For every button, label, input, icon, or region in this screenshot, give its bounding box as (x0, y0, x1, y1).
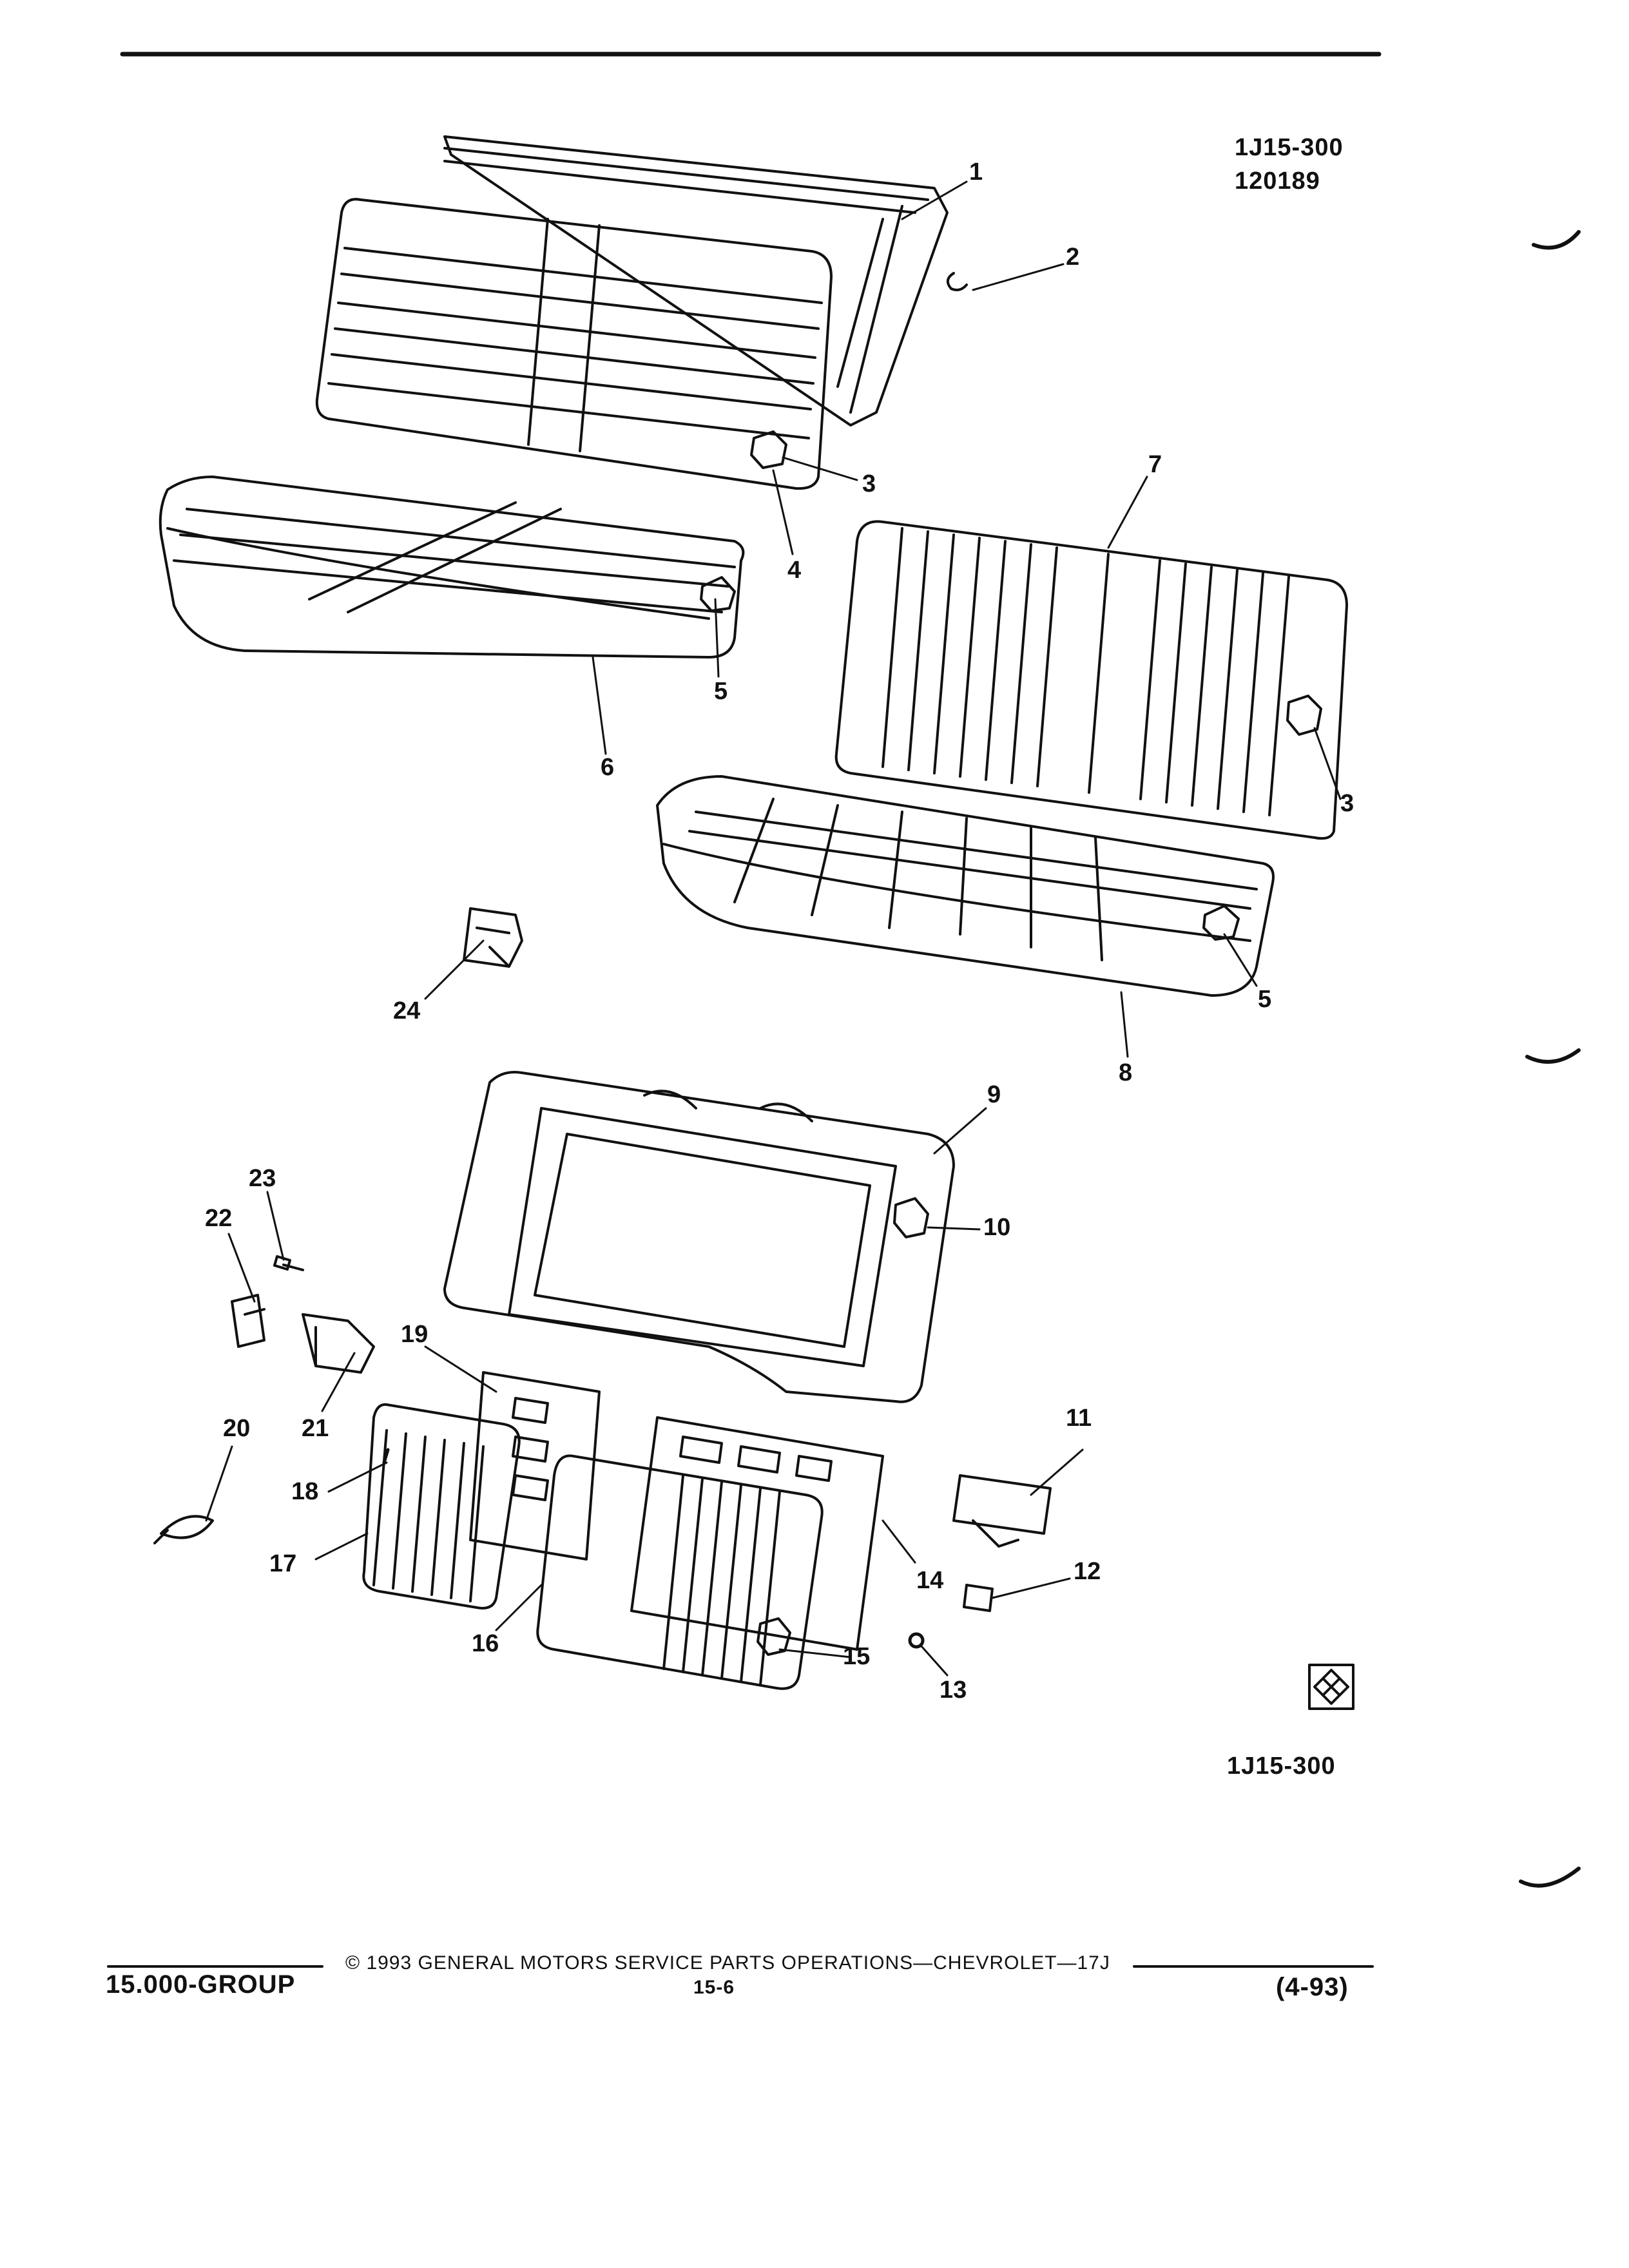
part-11-hinge (952, 1474, 1052, 1548)
part-14-panel (630, 1416, 884, 1651)
callout-5b: 5 (1258, 986, 1272, 1013)
figure-code-bottom: 1J15-300 (1227, 1753, 1336, 1780)
callout-10: 10 (983, 1214, 1011, 1241)
callout-1: 1 (969, 159, 983, 186)
part-18-clip (382, 1448, 390, 1465)
callout-2: 2 (1066, 244, 1080, 271)
part-13-screw (908, 1632, 925, 1649)
part-20-strap (153, 1515, 214, 1544)
callout-17: 17 (269, 1550, 297, 1577)
logo-mark (1308, 1664, 1354, 1710)
callout-24: 24 (393, 997, 421, 1024)
callout-5: 5 (714, 678, 728, 705)
callout-9: 9 (987, 1081, 1001, 1108)
callout-13: 13 (940, 1677, 967, 1704)
callout-11: 11 (1066, 1405, 1092, 1432)
callout-12: 12 (1074, 1558, 1101, 1585)
callout-23: 23 (249, 1165, 276, 1192)
callout-7: 7 (1148, 451, 1162, 478)
part-2-hook (946, 272, 968, 291)
callout-20: 20 (223, 1415, 251, 1442)
part-22-latch (231, 1294, 265, 1348)
part-23-screw (273, 1255, 304, 1271)
part-12-clip (963, 1584, 994, 1612)
part-10-bracket (893, 1197, 929, 1238)
callout-3: 3 (862, 470, 876, 497)
callout-14: 14 (916, 1567, 944, 1594)
footer-page-number: 15-6 (693, 1977, 735, 1998)
part-1-back-frame (443, 135, 949, 427)
part-16-right-back (536, 1454, 824, 1690)
part-19-panel (469, 1371, 601, 1561)
callout-16: 16 (472, 1630, 499, 1657)
part-3-bracket-upper (750, 430, 787, 469)
binding-mark-3 (1519, 1867, 1581, 1888)
part-17-left-back (362, 1403, 521, 1610)
footer-copyright: © 1993 GENERAL MOTORS SERVICE PARTS OPER… (345, 1952, 1110, 1974)
callout-8: 8 (1119, 1059, 1133, 1086)
part-21-hinge (302, 1313, 375, 1374)
part-24-bracket (463, 907, 523, 968)
callout-4: 4 (787, 557, 802, 584)
figure-number: 120189 (1235, 168, 1320, 195)
callout-6: 6 (601, 754, 615, 781)
callout-3b: 3 (1340, 790, 1354, 817)
figure-code-top: 1J15-300 (1235, 134, 1344, 161)
upper-seat-back (315, 198, 833, 490)
part-5-bracket-lower (1202, 905, 1240, 941)
part-6-seat-cushion (159, 476, 745, 658)
part-5-bracket-upper (700, 576, 736, 612)
callout-18: 18 (291, 1478, 319, 1505)
callout-22: 22 (205, 1205, 233, 1232)
part-7-seat-back (834, 520, 1348, 840)
callout-19: 19 (401, 1321, 429, 1348)
binding-mark-1 (1532, 230, 1581, 250)
footer-date: (4-93) (1276, 1973, 1349, 2001)
leader-lines (205, 180, 1342, 1677)
callout-21: 21 (302, 1415, 329, 1442)
callout-15: 15 (843, 1643, 871, 1670)
footer-group: 15.000-GROUP (106, 1970, 296, 1999)
binding-mark-2 (1525, 1048, 1581, 1064)
part-3-bracket-lower (1286, 695, 1322, 736)
part-9-seat-frame (443, 1071, 955, 1403)
part-8-seat-cushion (656, 775, 1275, 997)
